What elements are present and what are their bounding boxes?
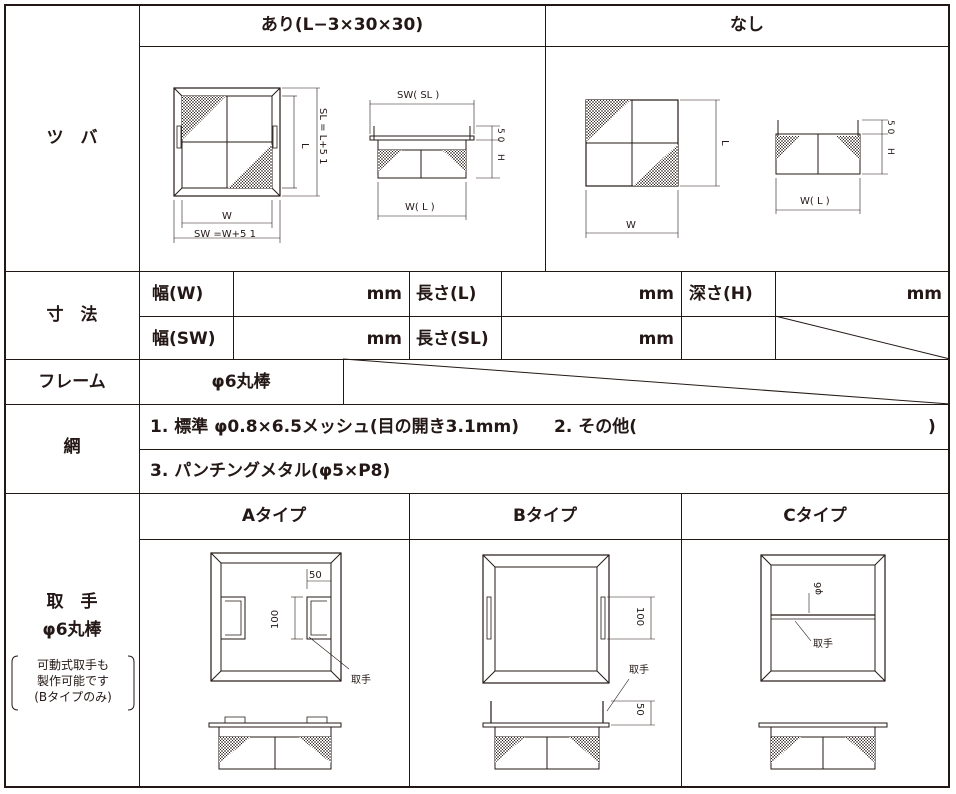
mesh-row-label: 網 [63,437,81,457]
tsuba-without-header: なし [730,15,764,35]
dim-col-divider [775,271,776,359]
row-divider [4,359,950,360]
without-wl-label: W( L ) [800,196,830,207]
type-c-header: Cタイプ [783,506,847,526]
row-divider [4,404,950,405]
mesh-option-2: 2. その他( [554,417,637,437]
length-l-unit: mm [638,284,674,304]
type-b-header: Bタイプ [513,506,577,526]
without-fifty-label: 5 0 [885,120,895,135]
type-b-fifty: 50 [634,703,645,716]
with-l-label: L [299,143,310,149]
table-border-bottom [4,786,950,788]
note-bracket [11,655,135,711]
row-divider [4,493,950,494]
length-sl-label: 長さ(SL) [416,329,489,349]
type-a-header: Aタイプ [241,506,307,526]
row-divider [4,271,950,272]
type-a-handle-label: 取手 [351,673,371,686]
with-fifty-label: 5 0 [495,128,505,143]
frame-col-divider [343,359,344,404]
with-sw-sl-label: SW( SL ) [397,90,439,101]
with-w-label: W [222,211,232,222]
dim-col-divider [233,271,234,359]
handle-col-divider [681,493,682,788]
with-h-label: H [495,154,505,161]
handle-note-line1: 可動式取手も [36,658,110,672]
handle-note-line2: 製作可能です [36,674,110,688]
with-wl-label: W( L ) [405,202,435,213]
without-h-label: H [885,148,895,155]
tsuba-without-drawing: L W 5 0 H W( L ) [585,99,895,238]
length-sl-unit: mm [638,329,674,349]
mesh-option-2-close: ) [928,417,936,437]
table-border-left [4,4,6,788]
tsuba-column-divider [545,4,546,271]
handle-header-divider [139,539,950,540]
mesh-row-divider [139,449,950,450]
without-w-label: W [626,220,636,231]
type-b-drawing: 100 取手 50 [482,554,655,770]
type-a-drawing: 50 100 取手 [208,552,371,770]
type-b-handle-label: 取手 [629,663,649,676]
table-border-top [4,4,950,6]
type-c-phi6: φ6 [813,582,824,595]
dim-col-divider [409,271,410,359]
dim-row-divider [139,316,950,317]
handle-material-label: φ6丸棒 [42,620,102,640]
mesh-option-3: 3. パンチングメタル(φ5×P8) [150,461,391,481]
dim-col-divider [501,271,502,359]
table-border-right [948,4,950,788]
tsuba-with-header: あり(L−3×30×30) [260,15,424,35]
width-w-label: 幅(W) [152,284,204,304]
width-w-unit: mm [366,284,402,304]
handle-row-label: 取 手 [46,592,98,612]
tsuba-row-label: ツ バ [46,128,98,148]
tsuba-header-divider [139,46,950,47]
mesh-option-1: 1. 標準 φ0.8×6.5メッシュ(目の開き3.1mm) [150,417,519,437]
depth-h-unit: mm [906,284,942,304]
with-sw-eq-label: SW =W+5 1 [194,229,256,240]
length-l-label: 長さ(L) [416,284,477,304]
handle-col-divider [409,493,410,788]
label-column-divider [139,4,140,788]
type-a-fifty: 50 [309,570,322,581]
without-l-label: L [719,140,730,146]
tsuba-with-drawing: L SL = L+5 1 W SW =W+5 1 SW( SL ) 5 0 H … [173,87,505,243]
type-c-handle-label: 取手 [813,637,833,650]
width-sw-label: 幅(SW) [152,329,216,349]
frame-value: φ6丸棒 [211,372,271,392]
with-sl-label: SL = L+5 1 [317,108,328,165]
depth-h-label: 深さ(H) [689,284,753,304]
width-sw-unit: mm [366,329,402,349]
type-a-hundred: 100 [270,610,281,629]
dim-col-divider [681,271,682,359]
handle-note-line3: (Bタイプのみ) [34,690,112,704]
type-c-drawing: φ6 取手 [758,554,888,770]
frame-row-label: フレーム [38,372,106,392]
dimensions-row-label: 寸 法 [46,305,98,325]
type-b-hundred: 100 [634,607,645,626]
